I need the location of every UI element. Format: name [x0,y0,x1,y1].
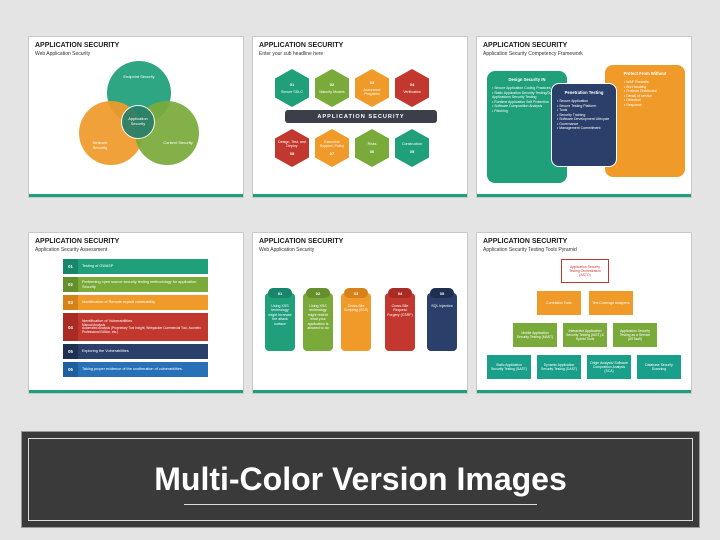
banner-frame: Multi-Color Version Images [28,438,693,521]
box-protect-without: Protect From Without WAF Firewalls Bot H… [605,65,685,177]
pyramid-tier-4b: Dynamic Application Security Testing (DA… [537,355,581,379]
venn-center [121,105,155,139]
slide-footer-bar [477,390,691,393]
slide-title: APPLICATION SECURITY [35,238,120,245]
slide-thumbnail-framework[interactable]: APPLICATION SECURITY Application Securit… [476,36,692,198]
list-item: 01 Testing of OWASP [63,259,208,274]
pyramid-tier-3a: Mobile Application Security Testing (MAS… [513,323,557,347]
venn-label-endpoint: Endpoint Security [123,74,155,79]
list-item: 05 Exploring the Vulnerabilities [63,344,208,359]
list-item: 02 Performing open source security testi… [63,277,208,292]
slide-title: APPLICATION SECURITY [483,238,568,245]
slide-footer-bar [477,194,691,197]
slide-subtitle: Enter your sub headline here [259,51,324,57]
pyramid-tier-4a: Static Application Security Testing (SAS… [487,355,531,379]
slide-thumbnail-assessment[interactable]: APPLICATION SECURITY Application Securit… [28,232,244,394]
pyramid-tier-3c: Application Security Testing as a Servic… [613,323,657,347]
pyramid-tier-4c: Origin Analysis/ Software Composition An… [587,355,631,379]
slide-subtitle: Application Security Competency Framewor… [483,51,583,57]
venn-label-content: Content Security [163,140,193,145]
pyramid-tier-1: Application Security Testing Orchestrati… [561,259,609,283]
slide-footer-bar [253,194,467,197]
slide-footer-bar [253,390,467,393]
venn-label-application: Application Security [128,116,148,126]
list-item: 03 Identification of Remote exploit vuln… [63,295,208,310]
banner: Multi-Color Version Images [21,431,700,528]
pyramid-tier-2b: Test Coverage Analyzers [589,291,633,315]
center-band: APPLICATION SECURITY [285,110,437,123]
slide-subtitle: Application Security Assessment [35,247,108,253]
slide-subtitle: Application Security Testing Tools Pyram… [483,247,577,253]
pyramid-tier-4d: Database Security Scanning [637,355,681,379]
list-item: 06 Taking proper evidence of the confirm… [63,362,208,377]
slide-thumbnail-venn[interactable]: APPLICATION SECURITY Web Application Sec… [28,36,244,198]
slide-title: APPLICATION SECURITY [259,42,344,49]
slide-thumbnail-hexagons[interactable]: APPLICATION SECURITY Enter your sub head… [252,36,468,198]
box-penetration-testing: Penetration Testing Secure Application S… [551,83,617,167]
banner-underline [184,504,537,505]
slide-title: APPLICATION SECURITY [483,42,568,49]
slide-subtitle: Web Application Security [259,247,315,253]
slide-subtitle: Web Application Security [35,51,91,57]
slide-title: APPLICATION SECURITY [259,238,344,245]
banner-title: Multi-Color Version Images [154,461,567,497]
list-item: 04 Identification of Vulnerabilities Man… [63,313,208,341]
pyramid-tier-3b: Interactive Application Security Testing… [563,323,607,347]
slide-footer-bar [29,390,243,393]
slide-thumbnail-pillars[interactable]: APPLICATION SECURITY Web Application Sec… [252,232,468,394]
slide-title: APPLICATION SECURITY [35,42,120,49]
pyramid-tier-2a: Correlation Tools [537,291,581,315]
slide-footer-bar [29,194,243,197]
venn-label-network: Network Security [92,140,108,150]
slide-thumbnail-pyramid[interactable]: APPLICATION SECURITY Application Securit… [476,232,692,394]
